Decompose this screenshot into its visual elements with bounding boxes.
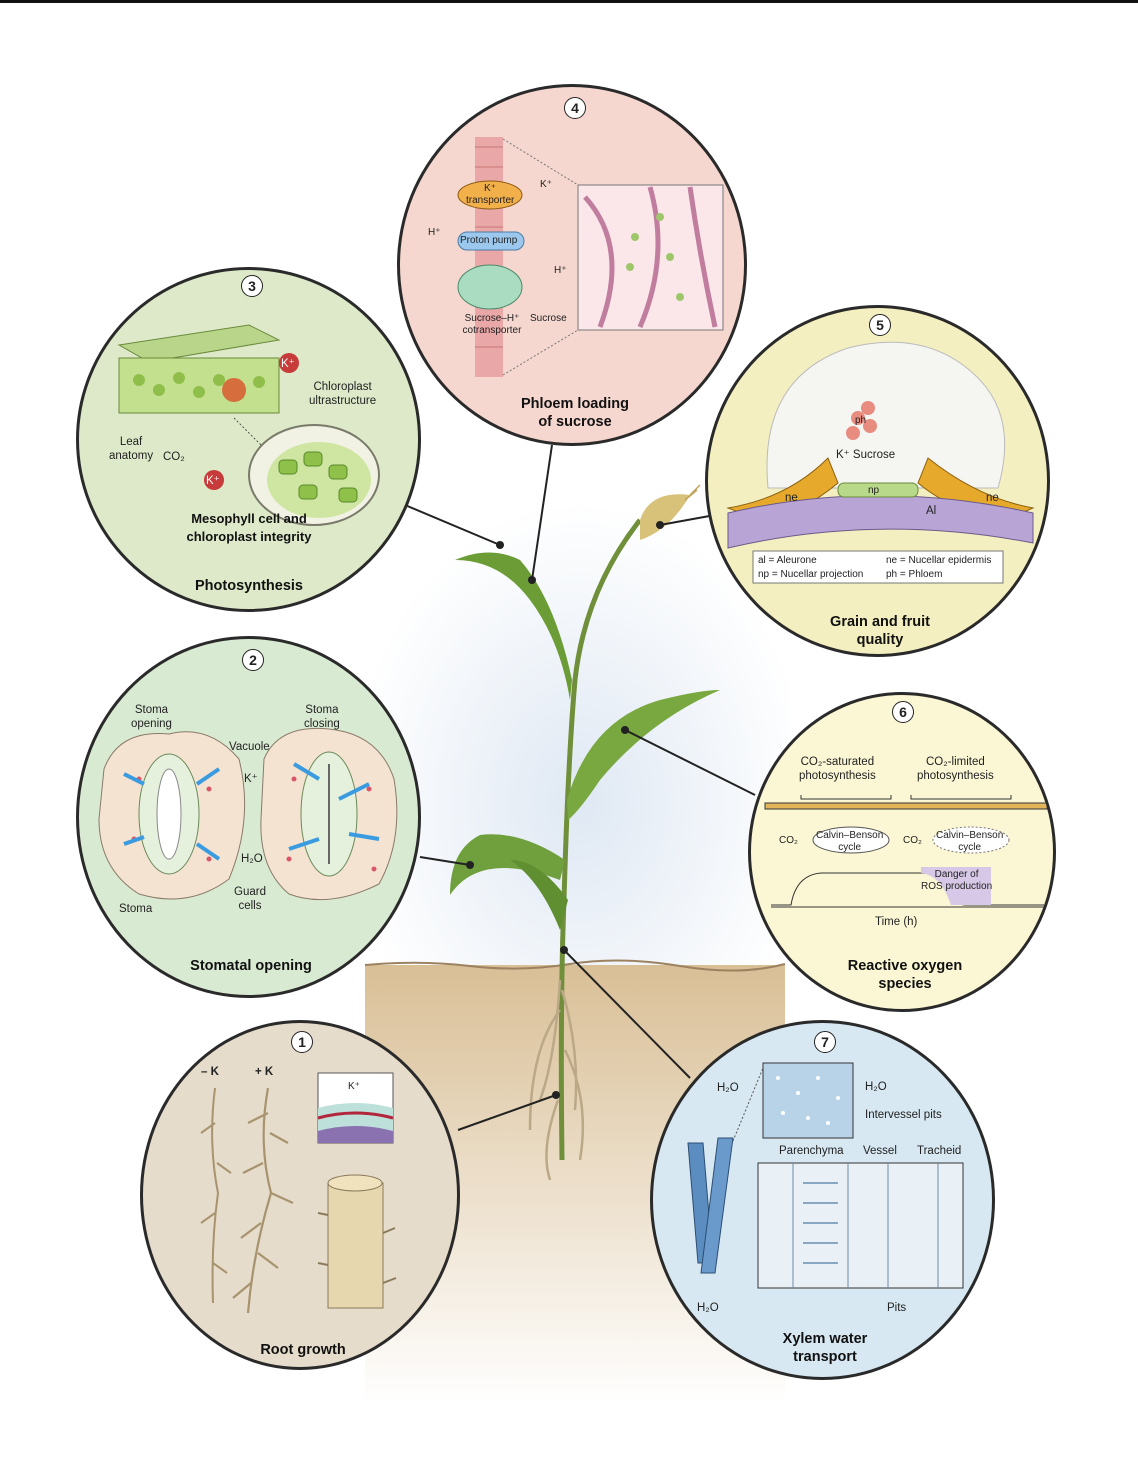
connector-phloem xyxy=(531,444,553,581)
leaf-anatomy-illustration xyxy=(117,324,380,526)
calvin-benson-label: Calvin–Benson cycle xyxy=(816,830,884,853)
leaf xyxy=(567,690,720,820)
co2-label: CO₂ xyxy=(903,835,922,846)
panel-title: Root growth xyxy=(260,1342,346,1358)
panel-number: 7 xyxy=(814,1031,836,1053)
leaf xyxy=(450,834,565,895)
co2-label: CO₂ xyxy=(163,451,185,463)
leaf xyxy=(510,860,568,930)
k-ion-label: K⁺ xyxy=(348,1081,360,1092)
top-border xyxy=(0,0,1138,3)
ros-timeline-chart xyxy=(764,795,1048,908)
xylem-transport-panel: 7 H₂O H₂O Intervessel pits Parenchyma Ve… xyxy=(650,1020,995,1380)
tracheid-label: Tracheid xyxy=(917,1145,962,1157)
k-transporter-label: K⁺ transporter xyxy=(466,183,515,206)
h2o-top-label: H₂O xyxy=(717,1082,739,1094)
k-ion-label: K⁺ xyxy=(206,475,220,487)
h2o-label: H₂O xyxy=(241,853,263,865)
stoma-label: Stoma xyxy=(119,903,153,915)
parenchyma-label: Parenchyma xyxy=(779,1145,844,1157)
phloem-illustration xyxy=(457,137,724,377)
co2-label: CO₂ xyxy=(779,835,798,846)
panel-title: Reactive oxygen species xyxy=(847,958,963,992)
grain-illustration xyxy=(726,341,1035,584)
connector-xylem xyxy=(563,949,691,1079)
xylem-illustration xyxy=(687,1062,964,1289)
connector-grain xyxy=(659,514,716,526)
ne-label-left: ne xyxy=(785,492,798,504)
panel-title: Stomatal opening xyxy=(190,958,312,974)
plus-k-label: + K xyxy=(255,1066,274,1078)
proton-pump-label: Proton pump xyxy=(460,235,518,246)
stomatal-opening-panel: 2 Stoma opening Stoma closing Vacuole K⁺… xyxy=(76,636,421,998)
guard-cells-label: Guard cells xyxy=(234,886,266,912)
leaf xyxy=(455,552,572,700)
k-ion-label: K⁺ xyxy=(540,179,552,190)
al-label: Al xyxy=(926,505,937,517)
k-sucrose-label: K⁺ Sucrose xyxy=(836,449,896,461)
legend-nucellar-projection: np = Nucellar projection xyxy=(758,569,864,580)
panel-number: 3 xyxy=(241,275,263,297)
h-ion-label: H⁺ xyxy=(554,265,567,276)
panel-number: 5 xyxy=(869,314,891,336)
stoma-closing-label: Stoma closing xyxy=(304,704,340,730)
minus-k-label: – K xyxy=(201,1066,219,1078)
panel-title: Grain and fruit quality xyxy=(830,614,930,648)
h2o-right-label: H₂O xyxy=(865,1081,887,1093)
phloem-loading-panel: 4 K⁺ transporter K⁺ H⁺ Proton pump H⁺ Su… xyxy=(397,84,747,446)
vessel-label: Vessel xyxy=(863,1145,897,1157)
connector-photosynthesis xyxy=(404,504,501,546)
photosynthesis-panel: 3 K⁺ Chloroplast ultrastructure Leaf ana… xyxy=(76,267,421,612)
grain-quality-panel: 5 ph K⁺ Sucrose ne np Al ne al = Aleuron… xyxy=(705,305,1050,657)
co2-saturated-label: CO₂-saturated photosynthesis xyxy=(799,756,876,782)
intervessel-pits-label: Intervessel pits xyxy=(865,1109,942,1121)
co2-limited-label: CO₂-limited photosynthesis xyxy=(917,756,994,782)
panel-title: Phloem loading of sucrose xyxy=(521,396,629,430)
sucrose-label: Sucrose xyxy=(530,313,567,324)
panel-subtitle: Mesophyll cell and chloroplast integrity xyxy=(186,511,312,544)
connector-stomatal xyxy=(419,856,471,866)
phloem-label: ph xyxy=(855,415,867,426)
plant-stem xyxy=(558,518,642,1161)
panel-number: 4 xyxy=(564,97,586,119)
leaf-anatomy-label: Leaf anatomy xyxy=(109,436,154,462)
wheat-ear xyxy=(640,494,690,540)
panel-title: Photosynthesis xyxy=(195,578,303,594)
k-ion-label: K⁺ xyxy=(244,773,258,785)
connector-root xyxy=(457,1094,557,1131)
ne-label-right: ne xyxy=(986,492,999,504)
h-ion-label: H⁺ xyxy=(428,227,441,238)
stoma-illustration xyxy=(98,727,398,901)
ros-panel: 6 CO₂-saturated photosynthesis CO₂-limit… xyxy=(748,692,1056,1012)
np-label: np xyxy=(868,485,880,496)
cotransporter-label: Sucrose–H⁺ cotransporter xyxy=(462,313,522,336)
panel-number: 6 xyxy=(892,701,914,723)
chloroplast-label: Chloroplast ultrastructure xyxy=(309,381,377,407)
calvin-benson-label: Calvin–Benson cycle xyxy=(936,830,1004,853)
stoma-opening-label: Stoma opening xyxy=(131,704,172,730)
legend-aleurone: al = Aleurone xyxy=(758,555,817,566)
panel-number: 2 xyxy=(242,649,264,671)
k-ion-label: K⁺ xyxy=(281,358,295,370)
pits-label: Pits xyxy=(887,1302,907,1314)
time-axis-label: Time (h) xyxy=(875,916,918,928)
vacuole-label: Vacuole xyxy=(229,741,270,753)
panel-title: Xylem water transport xyxy=(782,1331,868,1365)
ros-danger-label: Danger of ROS production xyxy=(921,869,993,892)
legend-phloem: ph = Phloem xyxy=(886,569,943,580)
root-growth-panel: 1 – K + K K⁺ Root growth xyxy=(140,1020,460,1370)
legend-nucellar-epidermis: ne = Nucellar epidermis xyxy=(886,555,992,566)
connector-ros xyxy=(624,729,756,796)
root-illustration xyxy=(200,1072,397,1314)
roots xyxy=(528,979,585,1181)
panel-number: 1 xyxy=(291,1031,313,1053)
h2o-bottom-label: H₂O xyxy=(697,1302,719,1314)
